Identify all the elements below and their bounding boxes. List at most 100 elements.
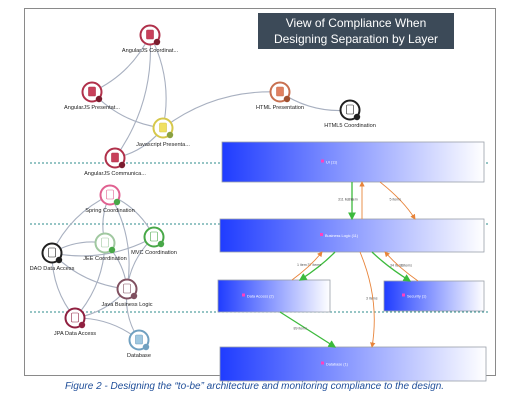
layer-diagram: UI (11) Business Logic (11) Data Access (2… [217,141,487,382]
status-badge-icon [78,321,86,329]
layer-security[interactable]: Security (1) [383,280,485,312]
component-node-html-present[interactable]: HTML Presentation [256,81,304,112]
layer-marker-icon [402,293,405,297]
layer-ui[interactable]: UI (11) [221,141,485,183]
layer-database[interactable]: Database (1) [219,346,487,382]
edge-label: 89 items [294,327,308,331]
layer-bar [219,218,485,253]
layer-edge-violation[interactable]: 1 item [291,251,323,281]
layer-label: Security (1) [407,295,427,299]
layer-label: Business Logic (11) [325,234,359,238]
component-icon [71,312,79,323]
node-label: AngularJS Communica... [84,171,146,177]
component-node-jpa-access[interactable]: JPA Data Access [54,307,96,338]
component-node-angular-coord[interactable]: AngularJS Coordinat... [122,24,179,55]
edge-line [384,251,419,282]
edge-label: 311 items [338,198,354,202]
dependency-graph-nodes: AngularJS Coordinat... AngularJS Presenta… [30,24,376,360]
component-icon [276,86,284,97]
layer-edge-violation[interactable]: 3 items [359,251,378,348]
component-node-spring-coord[interactable]: Spring Coordination [85,184,135,215]
component-icon [88,86,96,97]
layer-marker-icon [321,361,324,365]
component-icon [135,334,143,345]
status-badge-icon [153,38,161,46]
component-node-mvc-coord[interactable]: MVC Coordination [131,226,177,257]
component-node-dao-access[interactable]: DAO Data Access [30,242,75,273]
layer-edge-violation[interactable]: 1 item [348,181,365,220]
layer-edge-violation[interactable]: 5 items [379,181,416,220]
layer-data[interactable]: Data Access (2) [217,279,331,313]
edge-label: 37 items [308,263,322,267]
component-icon [101,237,109,248]
component-icon [111,152,119,163]
component-icon [346,104,354,115]
layer-edge-compliant[interactable]: 311 items [338,181,356,221]
component-icon [48,247,56,258]
status-badge-icon [166,131,174,139]
node-label: AngularJS Presentat... [64,105,120,111]
node-label: Javascript Presenta... [136,142,190,148]
figure-caption: Figure 2 - Designing the “to-be” archite… [64,381,445,392]
component-node-java-logic[interactable]: Java Business Logic [102,278,153,309]
component-icon [159,122,167,133]
component-node-jee-coord[interactable]: JEE Coordination [83,232,127,263]
node-label: Database [127,353,151,359]
status-badge-icon [118,161,126,169]
edge-label: 34 items [390,264,404,268]
node-label: AngularJS Coordinat... [122,48,179,54]
title-line-2: Designing Separation by Layer [273,32,439,46]
component-node-angular-present[interactable]: AngularJS Presentat... [64,81,120,112]
node-label: JEE Coordination [83,256,127,262]
layer-logic[interactable]: Business Logic (11) [219,218,485,253]
component-node-angular-comm[interactable]: AngularJS Communica... [84,147,146,178]
edge-label: 2 items [401,264,413,268]
edge-label: 3 items [366,297,378,301]
graph-edge [162,91,281,129]
component-node-js-present[interactable]: Javascript Presenta... [136,117,190,149]
layer-edge-compliant[interactable]: 37 items [298,251,336,281]
layer-marker-icon [320,233,323,236]
status-badge-icon [130,292,138,300]
layer-edge-violation[interactable]: 2 items [384,251,419,282]
status-badge-icon [283,95,291,103]
graph-edge [91,34,151,93]
edge-line [291,251,323,281]
status-badge-icon [142,343,150,351]
node-label: JPA Data Access [54,331,96,337]
layer-bar [219,346,487,382]
node-label: DAO Data Access [30,266,75,272]
layer-edge-compliant[interactable]: 34 items [371,251,412,282]
component-node-html5-coord[interactable]: HTML5 Coordination [324,99,376,130]
layer-marker-icon [242,293,245,297]
component-node-database[interactable]: Database [127,329,151,360]
layer-label: Data Access (2) [247,295,275,299]
layer-edge-compliant[interactable]: 89 items [279,311,337,348]
edge-label: 1 item [348,198,358,202]
edge-label: 1 item [297,263,307,267]
title-banner: View of Compliance When Designing Separa… [258,13,454,49]
status-badge-icon [353,113,361,121]
component-icon [123,283,131,294]
component-icon [146,29,154,40]
status-badge-icon [95,95,103,103]
edge-line [371,251,412,282]
layer-bar [221,141,485,183]
node-label: HTML Presentation [256,105,304,111]
layer-bar [383,280,485,312]
edge-line [359,251,376,348]
component-icon [150,231,158,242]
layer-marker-icon [321,159,324,163]
graph-edge [114,34,152,159]
layer-label: UI (11) [326,161,338,165]
title-line-1: View of Compliance When [285,16,427,30]
edge-line [279,311,337,348]
layer-bar [217,279,331,313]
status-badge-icon [55,256,63,264]
node-label: MVC Coordination [131,250,177,256]
component-icon [106,189,114,200]
status-badge-icon [113,198,121,206]
